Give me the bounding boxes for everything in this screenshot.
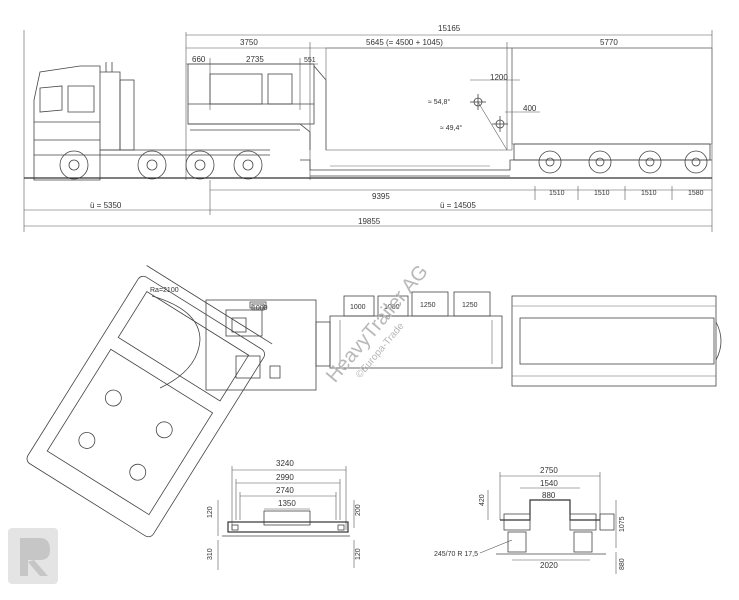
front-dim-2990: 2990 <box>276 473 294 482</box>
front-deck-section <box>227 521 349 533</box>
rear-dim-2750: 2750 <box>540 466 558 475</box>
dim-660: 660 <box>192 55 206 64</box>
dim-axle-2: 1510 <box>594 190 610 197</box>
dim-overall-bottom: 19855 <box>358 217 381 226</box>
lowbed-deck <box>300 159 712 177</box>
ballast-label-5: 1000 <box>252 305 268 312</box>
rear-wheel-right <box>569 513 597 531</box>
front-dim-1350: 1350 <box>278 499 296 508</box>
rear-wheel-left <box>503 513 531 531</box>
dim-1580: 1580 <box>688 190 704 197</box>
load-outline <box>325 47 513 151</box>
dim-axle-1: 1510 <box>549 190 565 197</box>
front-dim-h3: 200 <box>355 504 362 516</box>
rear-axle-group <box>513 143 711 174</box>
dim-seg-mid: 5645 (= 4500 + 1045) <box>366 38 443 47</box>
dim-angle-54: ≈ 54,8° <box>428 98 450 106</box>
gooseneck-top <box>205 299 317 391</box>
dim-trailer-len: ü = 14505 <box>440 201 476 210</box>
rear-section-view: 2750 1540 880 2020 245/70 R 17,5 420 107… <box>434 466 626 574</box>
rear-beam-profile <box>500 499 600 521</box>
rear-dim-1075: 1075 <box>619 516 626 532</box>
rear-dim-880b: 880 <box>619 558 626 570</box>
dim-seg-rear: 5770 <box>600 38 618 47</box>
ballast-block-1 <box>343 295 375 317</box>
gooseneck-ballast-box <box>187 63 327 150</box>
kingpin-label: Ra=2100 <box>150 287 179 294</box>
top-view: Ra=2100 1000 1000 1250 1250 1000 <box>26 261 722 538</box>
dim-seg-front: 3750 <box>240 38 258 47</box>
front-dim-h4: 120 <box>355 548 362 560</box>
tractor-top-view <box>26 265 273 538</box>
ballast-label-4: 1250 <box>462 302 478 309</box>
dim-9395: 9395 <box>372 192 390 201</box>
ballast-label-1: 1000 <box>350 304 366 311</box>
rear-dim-420: 420 <box>479 494 486 506</box>
side-view: 15165 3750 5645 (= 4500 + 1045) 5770 660… <box>23 24 713 232</box>
kingpin-swing-arc <box>151 295 201 389</box>
rear-dim-2020: 2020 <box>540 561 558 570</box>
dim-551: 551 <box>304 57 316 64</box>
rear-dim-1540: 1540 <box>540 479 558 488</box>
dim-overall-top: 15165 <box>438 24 461 33</box>
ballast-block-4 <box>453 291 491 317</box>
ballast-block-3 <box>411 291 449 317</box>
ballast-block-2 <box>377 295 409 317</box>
dim-1200: 1200 <box>490 73 508 82</box>
dim-2735: 2735 <box>246 55 264 64</box>
tractor-unit <box>33 62 270 181</box>
dim-400: 400 <box>523 104 537 113</box>
rear-dim-880: 880 <box>542 491 556 500</box>
ballast-label-3: 1250 <box>420 302 436 309</box>
dim-tractor-len: ü = 5350 <box>90 201 122 210</box>
front-dim-3240: 3240 <box>276 459 294 468</box>
front-section-view: 3240 2990 2740 1350 120 310 200 120 <box>207 459 362 570</box>
rear-module-top <box>511 295 722 387</box>
front-dim-h2: 310 <box>207 548 214 560</box>
dim-axle-3: 1510 <box>641 190 657 197</box>
deck-top: 1000 1000 1250 1250 1000 <box>251 291 503 369</box>
brand-logo <box>8 528 58 584</box>
front-dim-h1: 120 <box>207 506 214 518</box>
ballast-label-2: 1000 <box>384 304 400 311</box>
tire-size-label: 245/70 R 17,5 <box>434 551 478 558</box>
front-dim-2740: 2740 <box>276 486 294 495</box>
dim-angle-49: ≈ 49,4° <box>440 124 462 132</box>
